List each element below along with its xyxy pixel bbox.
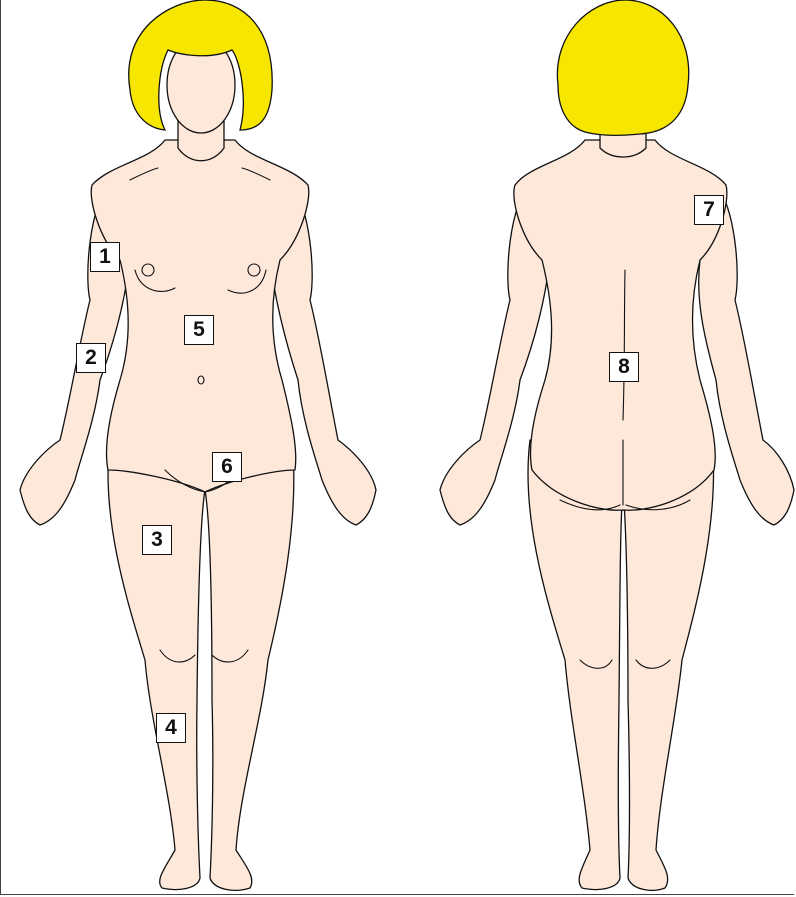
marker-1[interactable]: 1 <box>90 242 120 272</box>
marker-6[interactable]: 6 <box>212 452 242 482</box>
front-figure <box>20 0 376 890</box>
front-right-leg <box>205 440 294 890</box>
front-left-leg <box>108 440 205 890</box>
marker-7[interactable]: 7 <box>694 195 724 225</box>
marker-4[interactable]: 4 <box>156 713 186 743</box>
marker-5[interactable]: 5 <box>184 315 214 345</box>
back-figure <box>440 0 794 890</box>
marker-3[interactable]: 3 <box>142 525 172 555</box>
marker-2[interactable]: 2 <box>76 343 106 373</box>
marker-8[interactable]: 8 <box>609 352 639 382</box>
back-hair <box>557 0 688 135</box>
